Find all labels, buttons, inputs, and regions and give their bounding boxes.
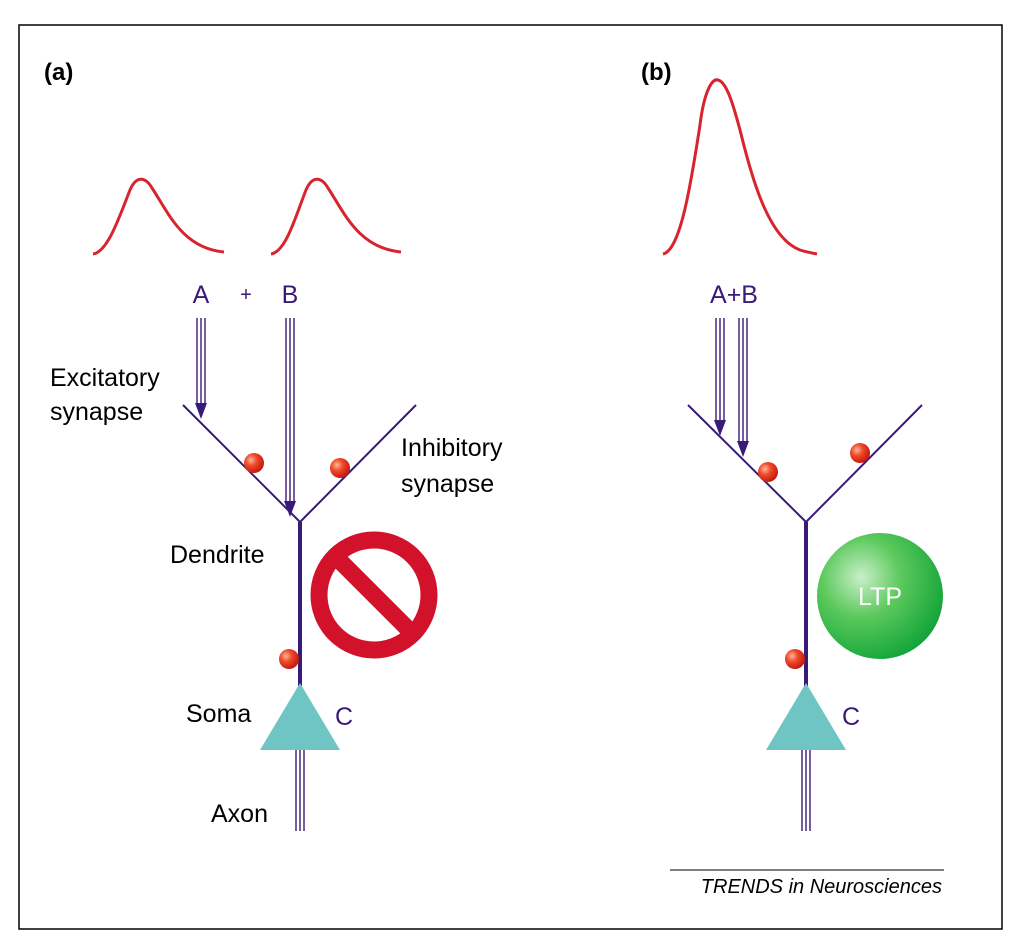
pulse-b bbox=[270, 177, 402, 256]
panel-a: (a) A + B bbox=[44, 59, 503, 831]
input-b-arrow bbox=[284, 318, 296, 517]
excitatory-label-line2: synapse bbox=[50, 398, 143, 426]
input-b-arrow bbox=[737, 318, 749, 457]
input-a-arrow bbox=[195, 318, 207, 419]
synapse-dot bbox=[330, 458, 350, 478]
dendrite-label: Dendrite bbox=[170, 541, 265, 569]
input-ab-label: A+B bbox=[710, 281, 758, 309]
dendrite-branch-right bbox=[299, 404, 417, 523]
inhibitory-label-line2: synapse bbox=[401, 470, 494, 498]
ltp-sphere bbox=[817, 533, 943, 659]
soma-triangle bbox=[260, 683, 340, 750]
plus-sign: + bbox=[240, 284, 252, 306]
panel-b: (b) A+B bbox=[641, 59, 943, 831]
axon bbox=[295, 750, 305, 831]
synapse-dot bbox=[279, 649, 299, 669]
synapse-dot bbox=[758, 462, 778, 482]
axon-label: Axon bbox=[211, 800, 268, 828]
pulse-a bbox=[92, 177, 225, 256]
synapse-dot bbox=[785, 649, 805, 669]
dendrite-branch-left bbox=[182, 404, 301, 523]
pulse-ab bbox=[662, 78, 818, 256]
synapse-dot bbox=[244, 453, 264, 473]
dendrite-branch-left bbox=[687, 404, 807, 523]
dendrite-branch-right bbox=[805, 404, 923, 523]
cell-c-label: C bbox=[842, 703, 860, 731]
input-a-arrow bbox=[714, 318, 726, 436]
no-entry-icon bbox=[310, 531, 438, 659]
soma-label: Soma bbox=[186, 700, 251, 728]
input-a-label: A bbox=[193, 281, 210, 309]
input-b-label: B bbox=[282, 281, 299, 309]
panel-a-label: (a) bbox=[44, 59, 73, 86]
ltp-label: LTP bbox=[858, 583, 902, 611]
soma-triangle bbox=[766, 683, 846, 750]
inhibitory-label-line1: Inhibitory bbox=[401, 434, 503, 462]
panel-b-label: (b) bbox=[641, 59, 672, 86]
synapse-dot bbox=[850, 443, 870, 463]
cell-c-label: C bbox=[335, 703, 353, 731]
axon bbox=[801, 750, 811, 831]
excitatory-label-line1: Excitatory bbox=[50, 364, 160, 392]
figure-border bbox=[18, 24, 1003, 930]
source-credit: TRENDS in Neurosciences bbox=[701, 876, 942, 898]
